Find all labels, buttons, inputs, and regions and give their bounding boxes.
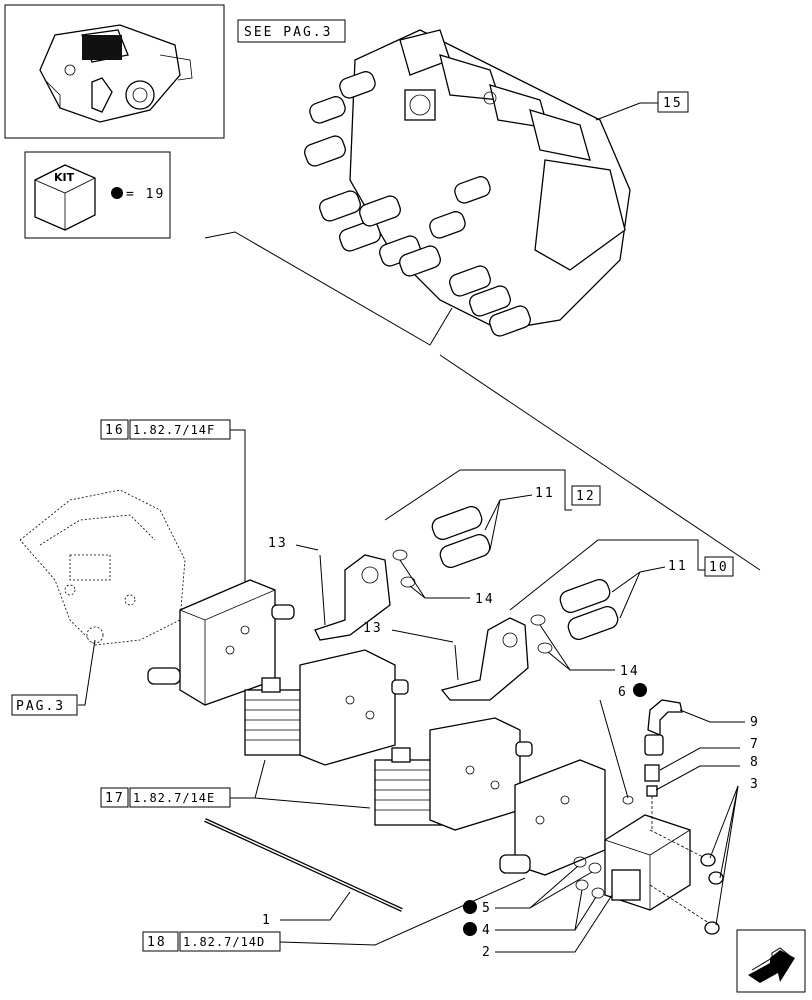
spool-cartridges-11b <box>559 578 619 641</box>
ref-box-18-page <box>179 931 281 952</box>
kit-legend-text: = 19 <box>126 187 165 202</box>
callout-3: 3 <box>750 777 760 792</box>
ref-box-15 <box>657 91 689 113</box>
spool-cartridges-11a <box>431 505 491 569</box>
callout-7: 7 <box>750 737 760 752</box>
pag3-label: PAG.3 <box>16 699 65 714</box>
valve-section-17b <box>374 717 533 831</box>
see-page-box <box>237 19 346 43</box>
tractor-housing-outline <box>19 489 186 646</box>
ref-16-num: 16 <box>105 423 125 438</box>
ref-17-page: 1.82.7/14E <box>133 791 215 805</box>
bracket-12 <box>384 469 572 521</box>
ref-18-page: 1.82.7/14D <box>183 935 265 949</box>
valve-section-17a <box>244 649 409 766</box>
end-cover-block <box>604 814 691 911</box>
thumbnail-valve-illustration <box>39 24 193 123</box>
valve-bank-assembly <box>304 29 631 337</box>
black-dot-icon <box>111 187 123 199</box>
black-dot-icon-4 <box>463 922 477 936</box>
callout-1: 1 <box>262 913 272 928</box>
callout-14b: 14 <box>620 664 640 679</box>
kit-label: KIT <box>54 171 75 184</box>
valve-section-16 <box>147 579 295 706</box>
fitting-7 <box>644 764 660 782</box>
black-dot-icon-5 <box>463 900 477 914</box>
guide-line-lower <box>439 354 761 571</box>
callout-13b: 13 <box>363 621 383 636</box>
callout-2: 2 <box>482 945 492 960</box>
ref-12-label: 12 <box>576 489 596 504</box>
valve-section-18 <box>499 759 606 876</box>
black-dot-icon-6 <box>633 683 647 697</box>
cover-bracket-12 <box>314 554 391 641</box>
ref-10-label: 10 <box>709 560 729 575</box>
ref-box-10 <box>704 556 734 577</box>
callout-5: 5 <box>482 901 492 916</box>
ref-16-page: 1.82.7/14F <box>133 423 215 437</box>
ref-box-17 <box>100 787 129 808</box>
ref-18-num: 18 <box>147 935 167 950</box>
pag3-box <box>11 694 78 716</box>
ref-box-18 <box>142 931 179 952</box>
ref-box-12 <box>571 485 601 506</box>
callout-8: 8 <box>750 755 760 770</box>
fitting-8 <box>646 785 658 797</box>
thumbnail-frame <box>4 4 225 139</box>
callout-11b: 11 <box>668 559 688 574</box>
callout-4: 4 <box>482 923 492 938</box>
kit-cube-icon <box>34 164 96 231</box>
callout-14a: 14 <box>475 592 495 607</box>
callout-6: 6 <box>618 685 628 700</box>
ref-box-16 <box>100 419 129 440</box>
ref-17-num: 17 <box>105 791 125 806</box>
cover-bracket-10 <box>440 617 529 701</box>
callout-9: 9 <box>750 715 760 730</box>
see-page-label: SEE PAG.3 <box>244 25 332 40</box>
ref-15-label: 15 <box>663 96 683 111</box>
bracket-10 <box>509 539 705 611</box>
callout-13a: 13 <box>268 536 288 551</box>
next-page-arrow-icon[interactable] <box>736 929 806 993</box>
callout-11a: 11 <box>535 486 555 501</box>
kit-legend-frame: KIT = 19 <box>24 151 171 239</box>
tube-fitting-9 <box>644 699 683 756</box>
guide-line-upper <box>204 231 453 346</box>
